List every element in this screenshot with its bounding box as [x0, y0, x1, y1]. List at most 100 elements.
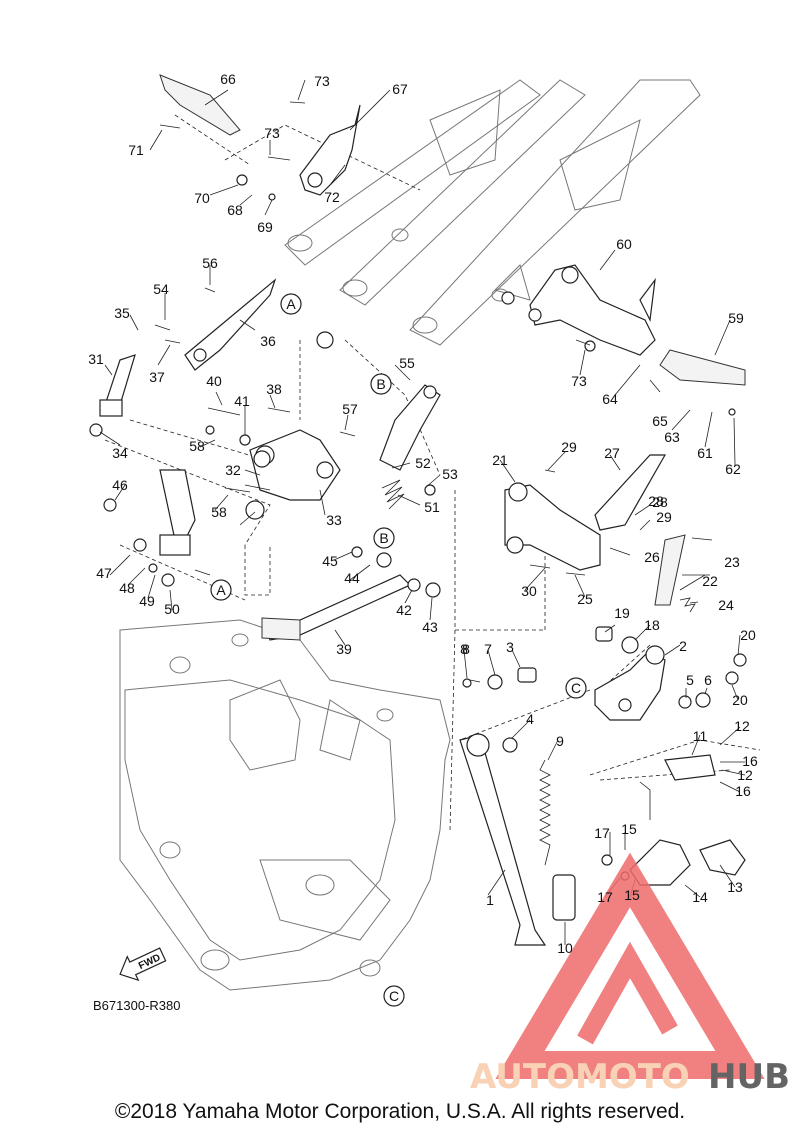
rear-frame-outline	[284, 79, 701, 346]
group-lines	[104, 114, 761, 831]
part-number-14: 14	[692, 889, 708, 905]
part-number-67: 67	[392, 81, 408, 97]
part-number-4: 4	[526, 711, 534, 727]
upper-bracket-67	[299, 104, 361, 196]
footrest-bracket-right-21	[504, 482, 601, 571]
part-number-55: 55	[399, 355, 415, 371]
part-number-30: 30	[521, 583, 537, 599]
upper-passenger-footrest	[159, 74, 241, 136]
collars-washers	[89, 174, 747, 881]
svg-text:C: C	[571, 680, 581, 696]
shift-pedal-assy	[245, 429, 341, 520]
fwd-arrow: FWD	[119, 947, 167, 982]
ref-marker-c-bottom: C	[383, 985, 405, 1007]
part-number-9: 9	[556, 733, 564, 749]
part-number-46: 46	[112, 477, 128, 493]
part-number-1: 1	[486, 892, 494, 908]
part-number-68: 68	[227, 202, 243, 218]
part-number-34: 34	[112, 445, 128, 461]
part-number-2: 2	[679, 638, 687, 654]
part-number-73-dup-2: 73	[571, 373, 587, 389]
part-number-59: 59	[728, 310, 744, 326]
part-number-12-dup: 12	[737, 767, 753, 783]
part-number-62: 62	[725, 461, 741, 477]
part-number-3: 3	[506, 639, 514, 655]
part-number-17-dup: 17	[597, 889, 613, 905]
part-number-13: 13	[727, 879, 743, 895]
part-number-24: 24	[718, 597, 734, 613]
part-number-27: 27	[604, 445, 620, 461]
part-number-71: 71	[128, 142, 144, 158]
part-number-39: 39	[336, 641, 352, 657]
part-number-21: 21	[492, 452, 508, 468]
svg-text:B: B	[379, 530, 388, 546]
part-number-26: 26	[644, 549, 660, 565]
part-number-8: 8	[460, 641, 468, 657]
part-number-73-dup-1: 73	[264, 125, 280, 141]
passenger-footrest-bracket	[528, 264, 656, 356]
part-number-50: 50	[164, 601, 180, 617]
part-number-35: 35	[114, 305, 130, 321]
part-number-73: 73	[314, 73, 330, 89]
part-number-40: 40	[206, 373, 222, 389]
ref-marker-a-bottom: A	[210, 579, 232, 601]
ref-marker-c-mid: C	[565, 677, 587, 699]
part-number-42: 42	[396, 602, 412, 618]
part-number-17: 17	[594, 825, 610, 841]
copyright-notice: ©2018 Yamaha Motor Corporation, U.S.A. A…	[114, 1100, 686, 1123]
part-number-22: 22	[702, 573, 718, 589]
part-number-54: 54	[153, 281, 169, 297]
part-number-12: 12	[734, 718, 750, 734]
part-number-18: 18	[644, 617, 660, 633]
part-number-45: 45	[322, 553, 338, 569]
part-number-28: 28	[648, 493, 664, 509]
part-number-25: 25	[577, 591, 593, 607]
bracket-11	[664, 754, 716, 781]
bolts	[154, 101, 713, 820]
part-number-23: 23	[724, 554, 740, 570]
part-number-5: 5	[686, 672, 694, 688]
part-number-16: 16	[742, 753, 758, 769]
part-number-15-dup: 15	[624, 887, 640, 903]
collar-10	[552, 874, 576, 921]
diagram-reference-code: B671300-R380	[93, 998, 180, 1013]
part-number-51: 51	[424, 499, 440, 515]
part-number-56: 56	[202, 255, 218, 271]
part-number-44: 44	[344, 570, 360, 586]
part-number-29-dup: 29	[561, 439, 577, 455]
part-number-36: 36	[260, 333, 276, 349]
part-number-60: 60	[616, 236, 632, 252]
svg-text:A: A	[286, 296, 296, 312]
part-number-52: 52	[415, 455, 431, 471]
part-number-72: 72	[324, 189, 340, 205]
part-number-69: 69	[257, 219, 273, 235]
part-number-57: 57	[342, 401, 358, 417]
leader-lines	[99, 79, 746, 945]
part-number-15: 15	[621, 821, 637, 837]
sidestand-switch-14	[629, 839, 746, 886]
part-number-64: 64	[602, 391, 618, 407]
part-number-66: 66	[220, 71, 236, 87]
ref-marker-b-top: B	[370, 373, 392, 395]
svg-text:B: B	[376, 376, 385, 392]
svg-text:A: A	[216, 582, 226, 598]
part-number-41: 41	[234, 393, 250, 409]
spring-9	[539, 759, 551, 866]
fwd-label: FWD	[137, 952, 162, 972]
part-number-43: 43	[422, 619, 438, 635]
main-frame-outline	[119, 619, 451, 991]
part-number-20-dup: 20	[732, 692, 748, 708]
watermark-triangle-logo	[495, 852, 765, 1079]
part-number-58-dup: 58	[189, 438, 205, 454]
part-number-48: 48	[119, 580, 135, 596]
part-number-10: 10	[557, 940, 573, 956]
part-number-20: 20	[740, 627, 756, 643]
shift-rod-31	[99, 354, 136, 417]
passenger-footrest	[659, 349, 746, 386]
automotohub-watermark: AUTOMOTO HUB	[470, 852, 790, 1097]
part-number-49: 49	[139, 593, 155, 609]
ref-marker-b-mid: B	[373, 527, 395, 549]
part-number-7: 7	[484, 641, 492, 657]
